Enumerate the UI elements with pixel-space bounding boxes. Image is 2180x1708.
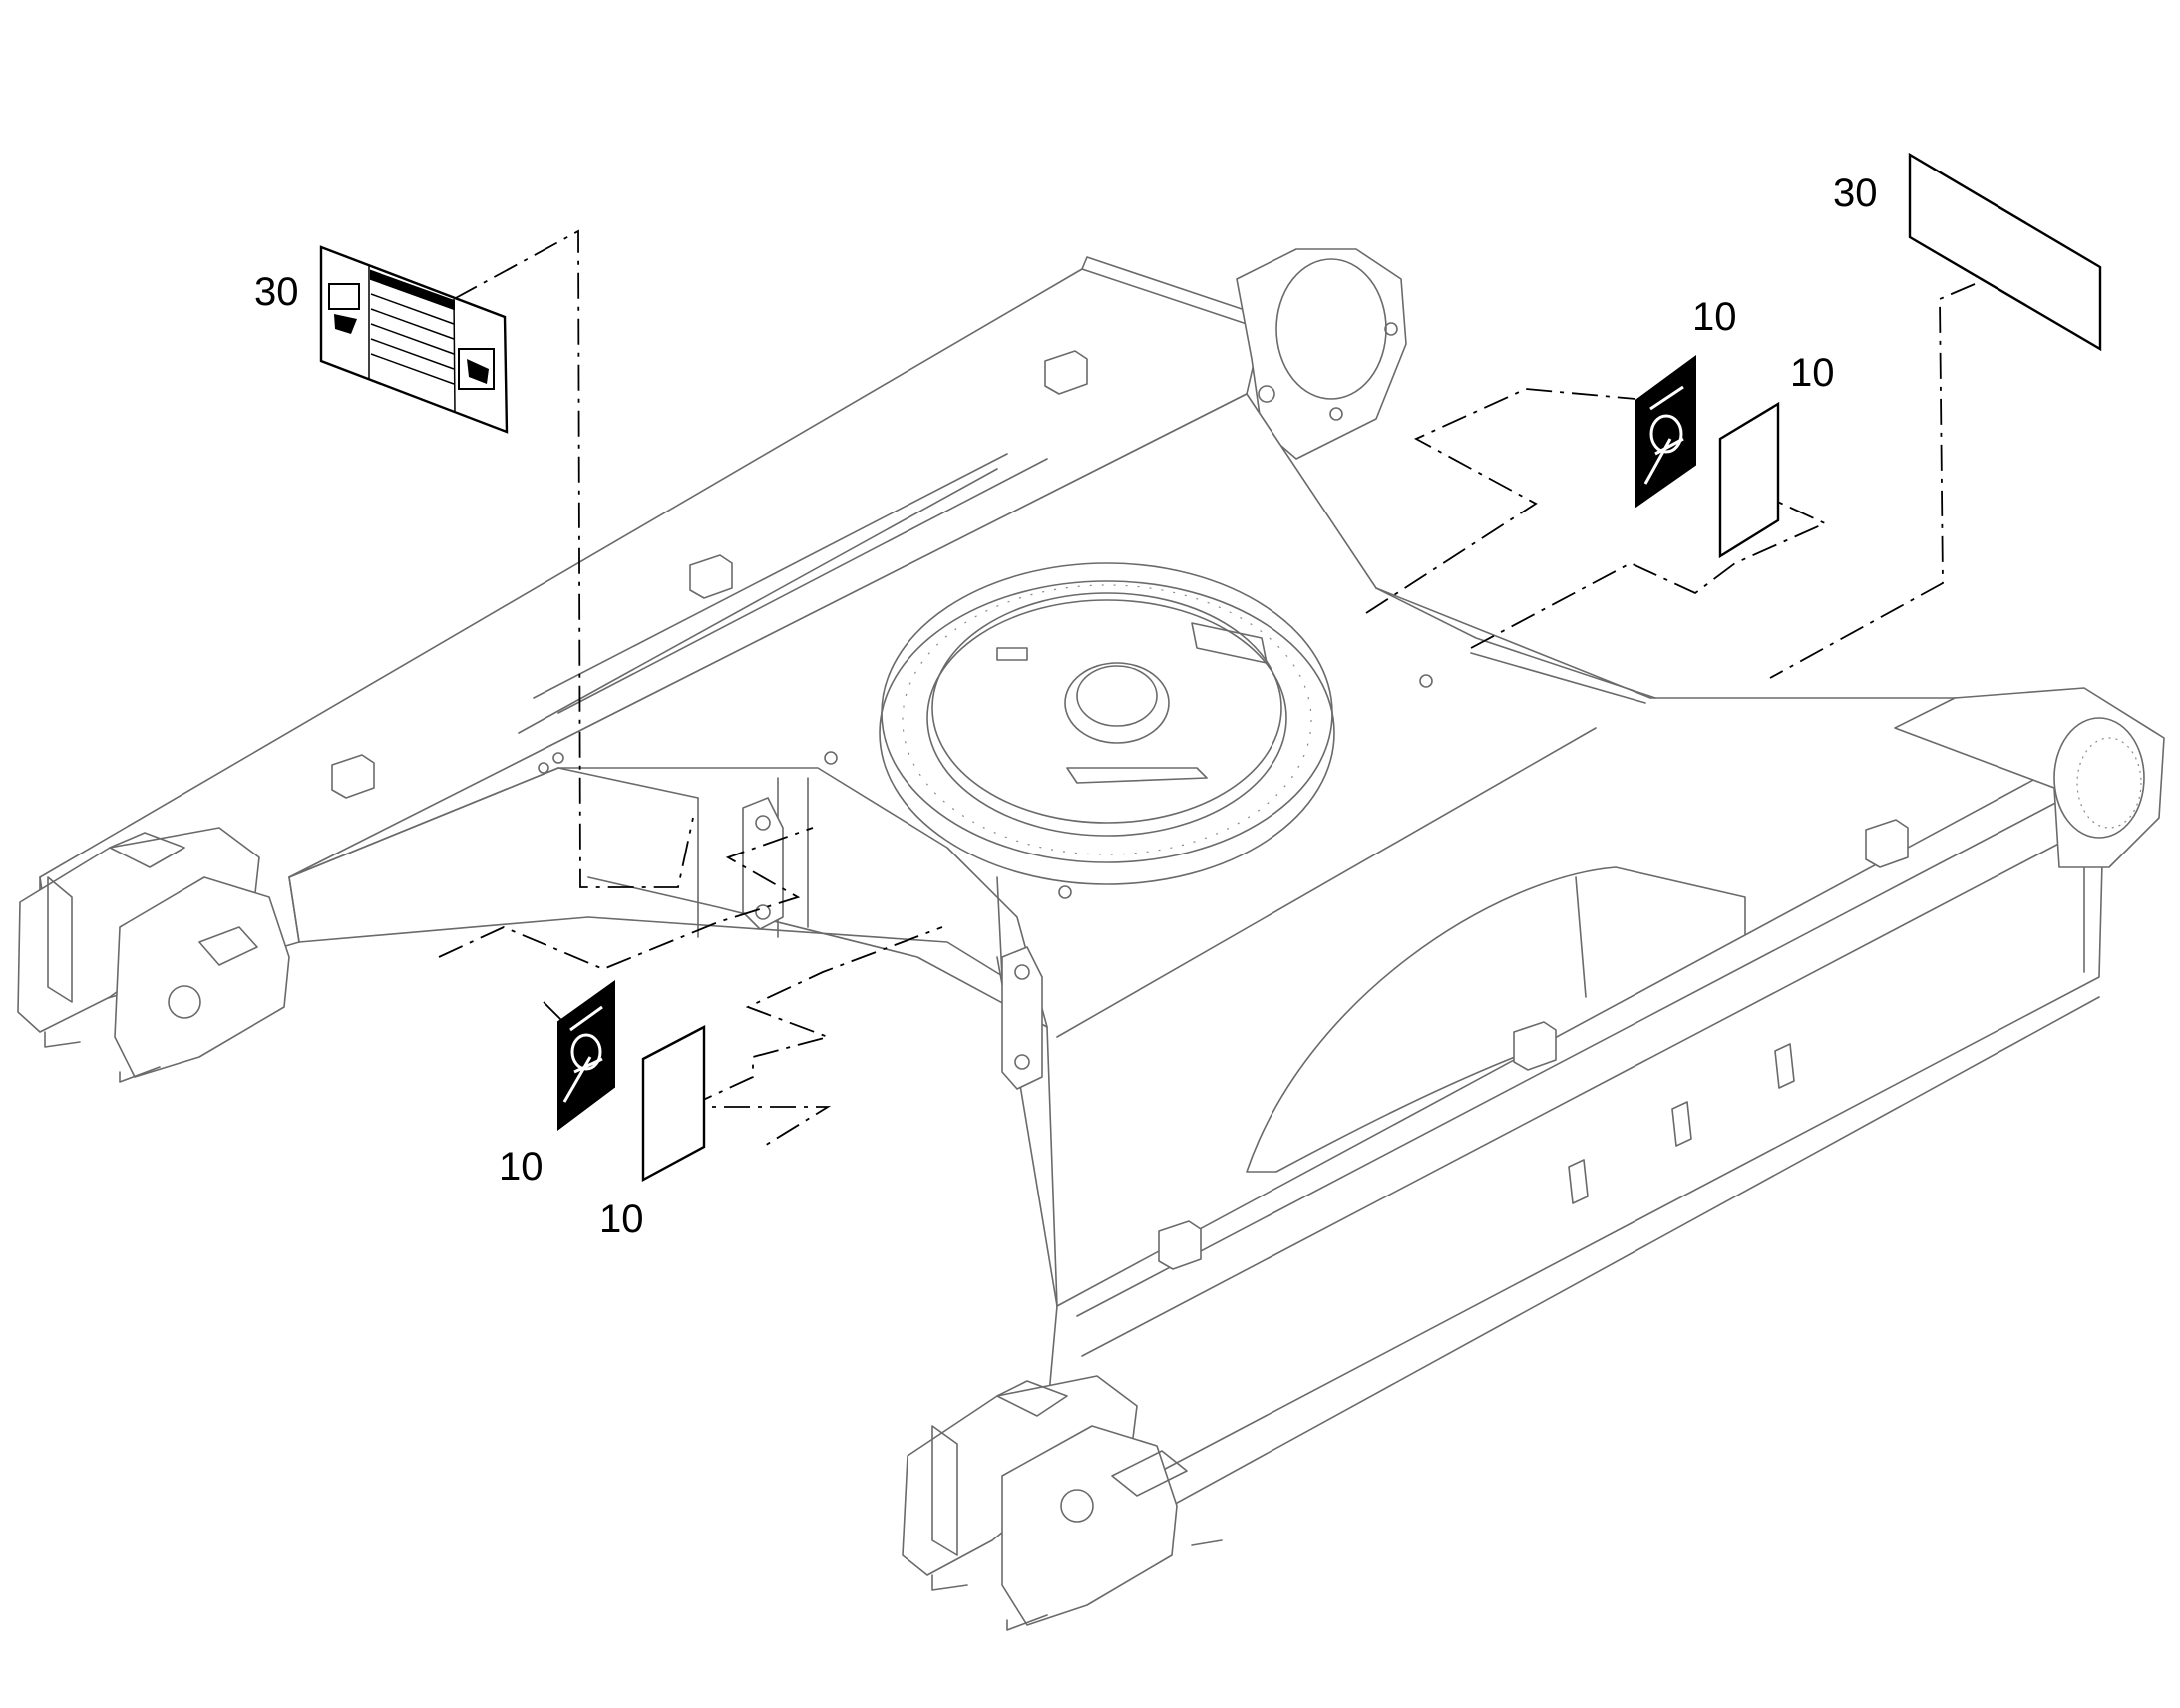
callout-10-upper-black: 10 [1692, 295, 1737, 339]
center-frame [288, 393, 2085, 1317]
decal-10-lower-black [557, 980, 615, 1131]
rear-idler-housing-top [1236, 248, 1407, 468]
decal-10-lower-white [641, 1025, 706, 1183]
decal-10-upper-black [1635, 355, 1696, 509]
decal-30-rear-label [1908, 152, 2102, 352]
decal-30-safety-label [319, 245, 509, 434]
callout-30-left: 30 [254, 270, 299, 314]
callout-30-right: 30 [1833, 171, 1878, 215]
left-side-frame [17, 256, 1272, 1083]
leader-lines [438, 229, 1976, 1148]
callouts: 30 30 10 10 10 10 [254, 171, 1878, 1241]
callout-10-lower-white: 10 [599, 1197, 644, 1241]
callout-10-upper-white: 10 [1790, 351, 1835, 395]
callout-10-lower-black: 10 [499, 1145, 544, 1189]
right-side-frame [902, 687, 2165, 1631]
decal-10-upper-white [1718, 401, 1780, 559]
track-frame-assembly [17, 248, 2165, 1631]
